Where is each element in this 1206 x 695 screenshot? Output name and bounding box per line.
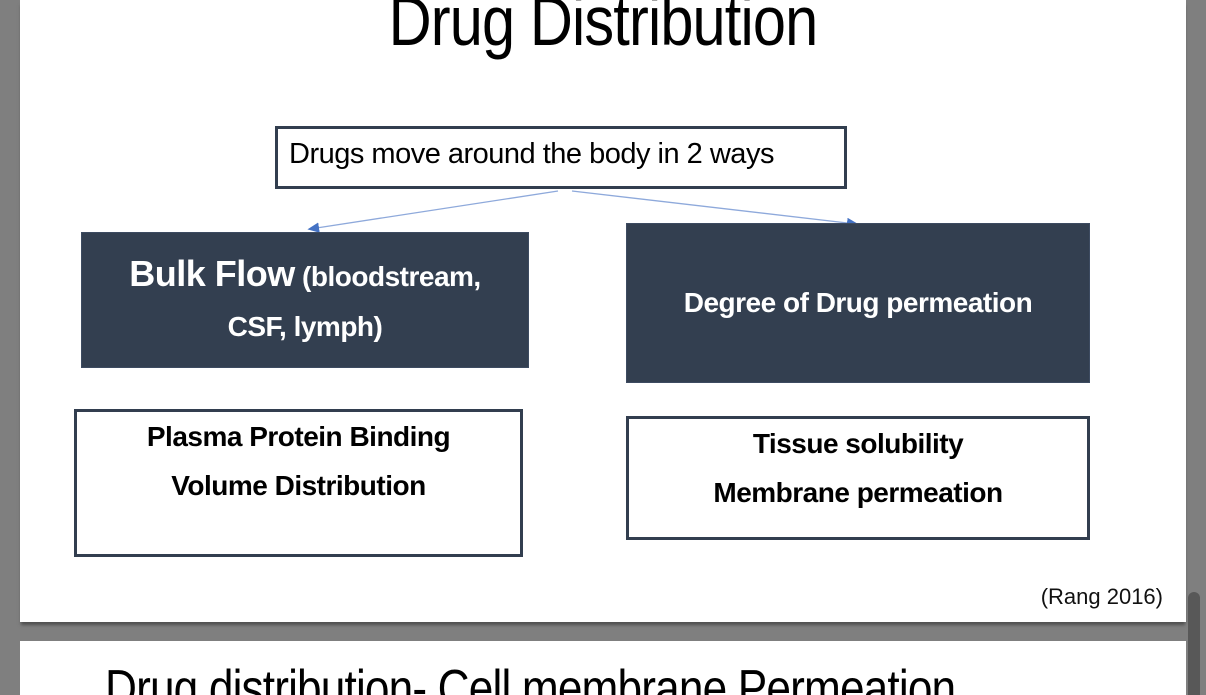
tissue-box-line2: Membrane permeation — [713, 477, 1003, 508]
plasma-box-line1: Plasma Protein Binding — [146, 421, 451, 452]
permeation-box: Degree of Drug permeation — [626, 223, 1090, 383]
intro-box-text: Drugs move around the body in 2 ways — [289, 138, 774, 170]
slide-1: Drug Distribution Drugs move around the … — [20, 0, 1186, 622]
plasma-box-line2: Volume Distribution — [171, 470, 426, 501]
next-slide-title: Drug distribution- Cell membrane Permeat… — [105, 660, 956, 695]
intro-box: Drugs move around the body in 2 ways — [275, 126, 847, 189]
citation: (Rang 2016) — [1040, 584, 1163, 609]
permeation-box-text: Degree of Drug permeation — [683, 287, 1033, 318]
bulk-flow-box: Bulk Flow (bloodstream, CSF, lymph) — [81, 232, 529, 368]
bulk-flow-emphasis: Bulk Flow — [129, 253, 295, 294]
scrollbar-track[interactable] — [1186, 0, 1206, 695]
scrollbar-thumb[interactable] — [1188, 592, 1200, 695]
tissue-box-line1: Tissue solubility — [752, 428, 964, 459]
plasma-binding-box: Plasma Protein Binding Volume Distributi… — [74, 409, 523, 557]
bulk-flow-line2: CSF, lymph) — [227, 311, 383, 342]
bulk-flow-detail: (bloodstream, — [294, 261, 481, 292]
tissue-solubility-box: Tissue solubility Membrane permeation — [626, 416, 1090, 540]
slide-2: Drug distribution- Cell membrane Permeat… — [20, 641, 1186, 695]
bulk-flow-line1: Bulk Flow (bloodstream, — [129, 251, 481, 304]
slide-title: Drug Distribution — [388, 0, 819, 60]
